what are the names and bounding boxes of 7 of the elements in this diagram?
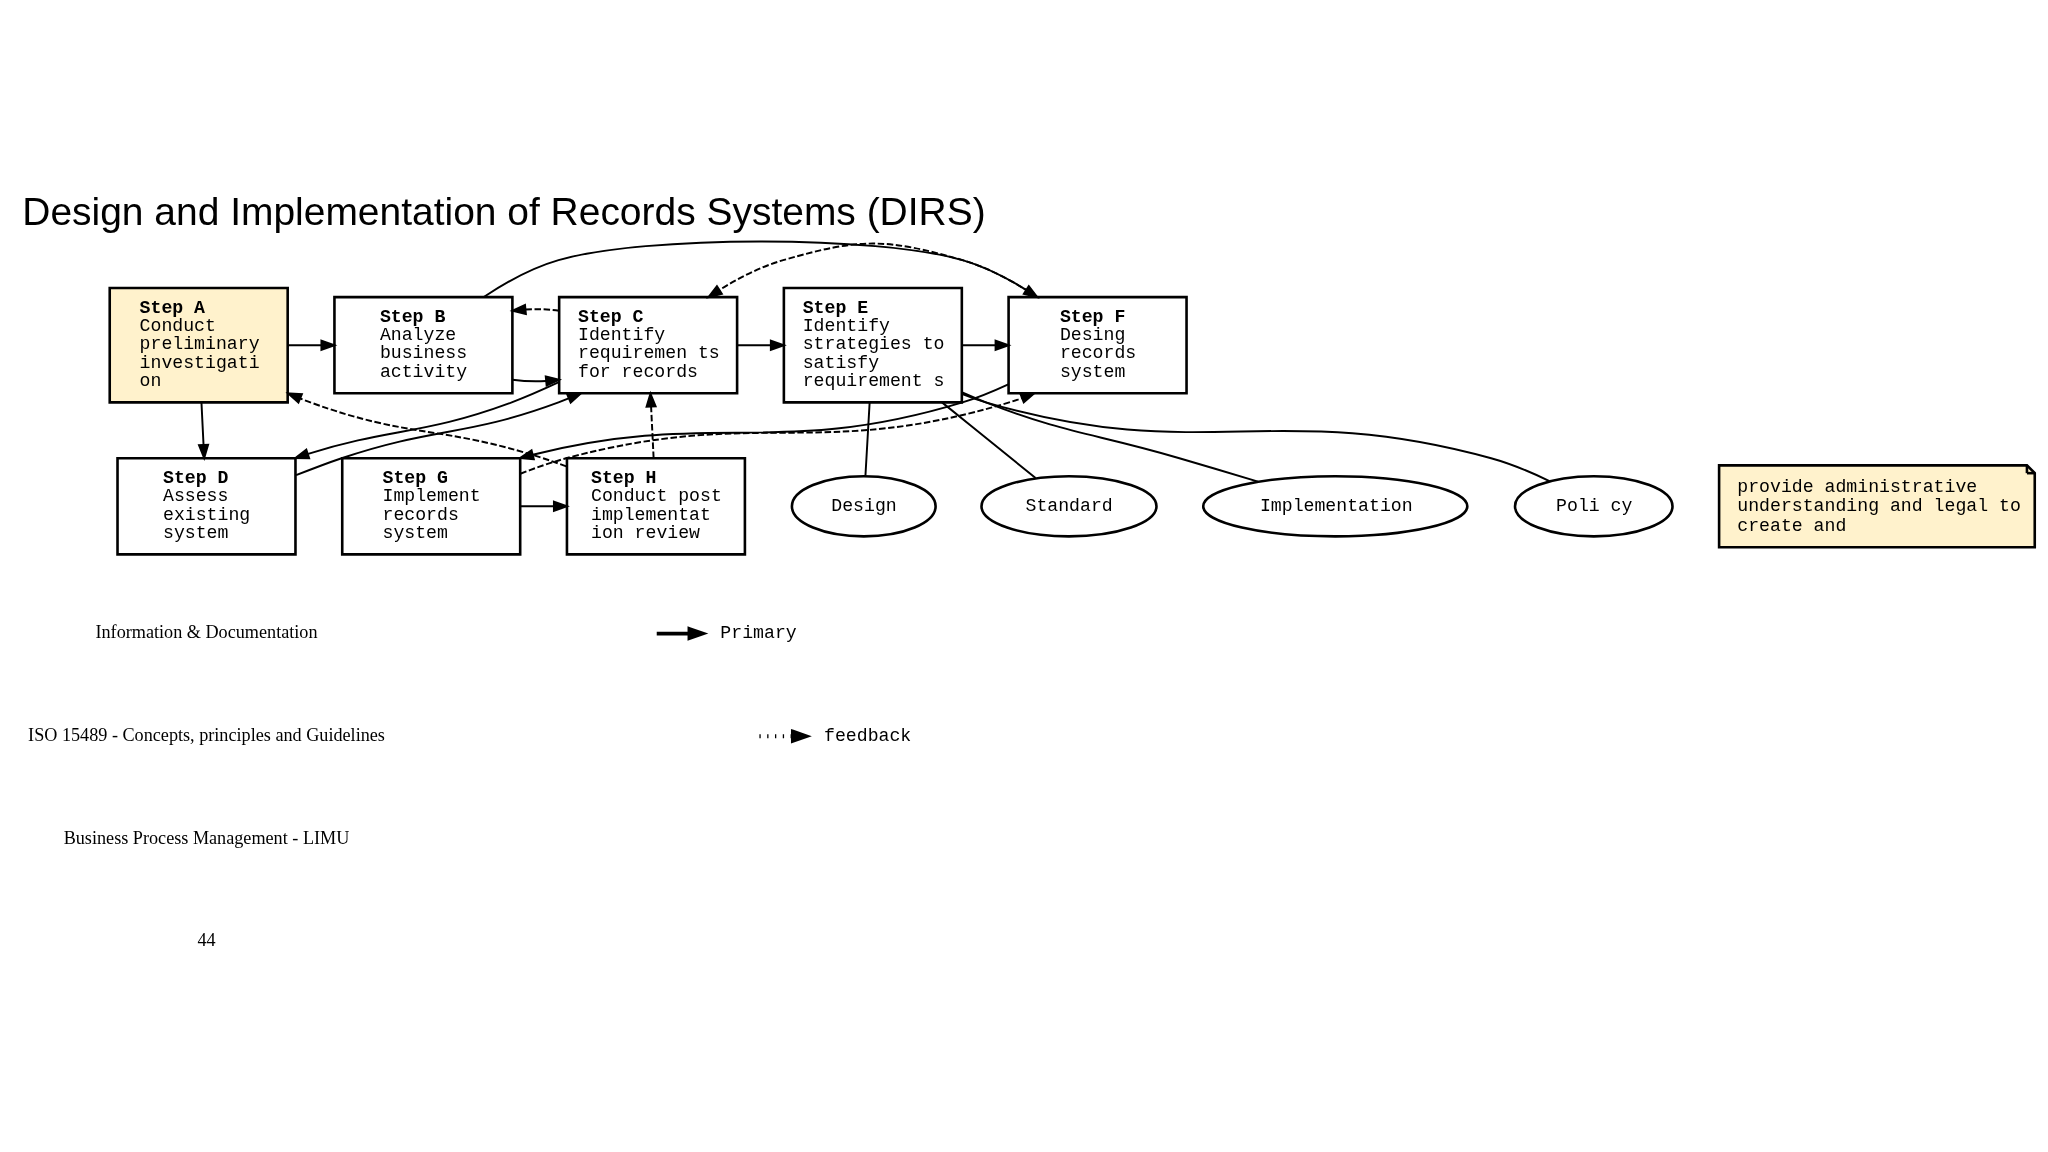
diagram-title: Design and Implementation of Records Systems (DIRS) bbox=[21, 189, 986, 233]
legend-label: feedback bbox=[823, 725, 911, 746]
label: Information & Documentation bbox=[94, 621, 318, 642]
legend-label: Primary bbox=[719, 622, 797, 643]
label: 44 bbox=[196, 929, 216, 950]
label: Business Process Management - LIMU bbox=[63, 827, 349, 848]
label: ISO 15489 - Concepts, principles and Guidelines bbox=[27, 724, 385, 745]
